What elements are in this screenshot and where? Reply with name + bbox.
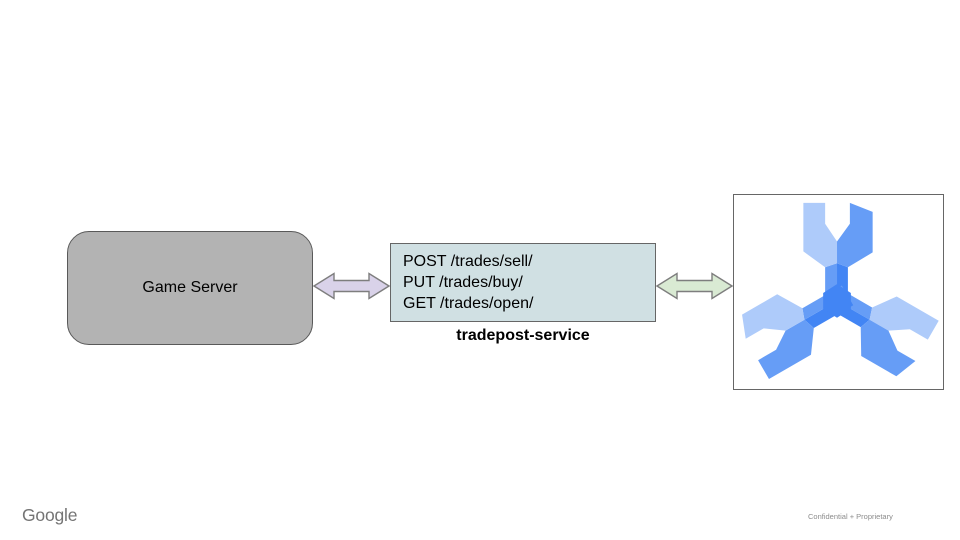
wrench-left-head-back — [742, 294, 805, 339]
spanner-hub — [823, 284, 851, 318]
node-tradepost-service: POST /trades/sell/ PUT /trades/buy/ GET … — [390, 243, 656, 322]
endpoint-post: POST /trades/sell/ — [403, 253, 533, 270]
node-database — [733, 194, 944, 390]
cloud-spanner-icon — [742, 202, 939, 380]
endpoint-get: GET /trades/open/ — [403, 295, 534, 312]
wrench-top-head-back — [803, 202, 838, 268]
node-game-server: Game Server — [67, 231, 313, 345]
endpoint-put: PUT /trades/buy/ — [403, 274, 523, 291]
game-server-label: Game Server — [142, 279, 238, 296]
arrow-service-spanner-icon — [656, 272, 733, 300]
double-arrow-shape — [313, 272, 390, 300]
double-arrow-shape — [656, 272, 733, 300]
service-name-label: tradepost-service — [456, 327, 590, 344]
google-logo: Google — [22, 505, 78, 525]
wrench-top-head-front — [837, 202, 873, 268]
confidential-note: Confidential + Proprietary — [808, 512, 893, 521]
wrench-right-head-back — [869, 296, 939, 340]
arrow-game-server-service-icon — [313, 272, 390, 300]
wrench-left-head-front — [758, 319, 814, 380]
wrench-right-head-front — [860, 319, 916, 377]
